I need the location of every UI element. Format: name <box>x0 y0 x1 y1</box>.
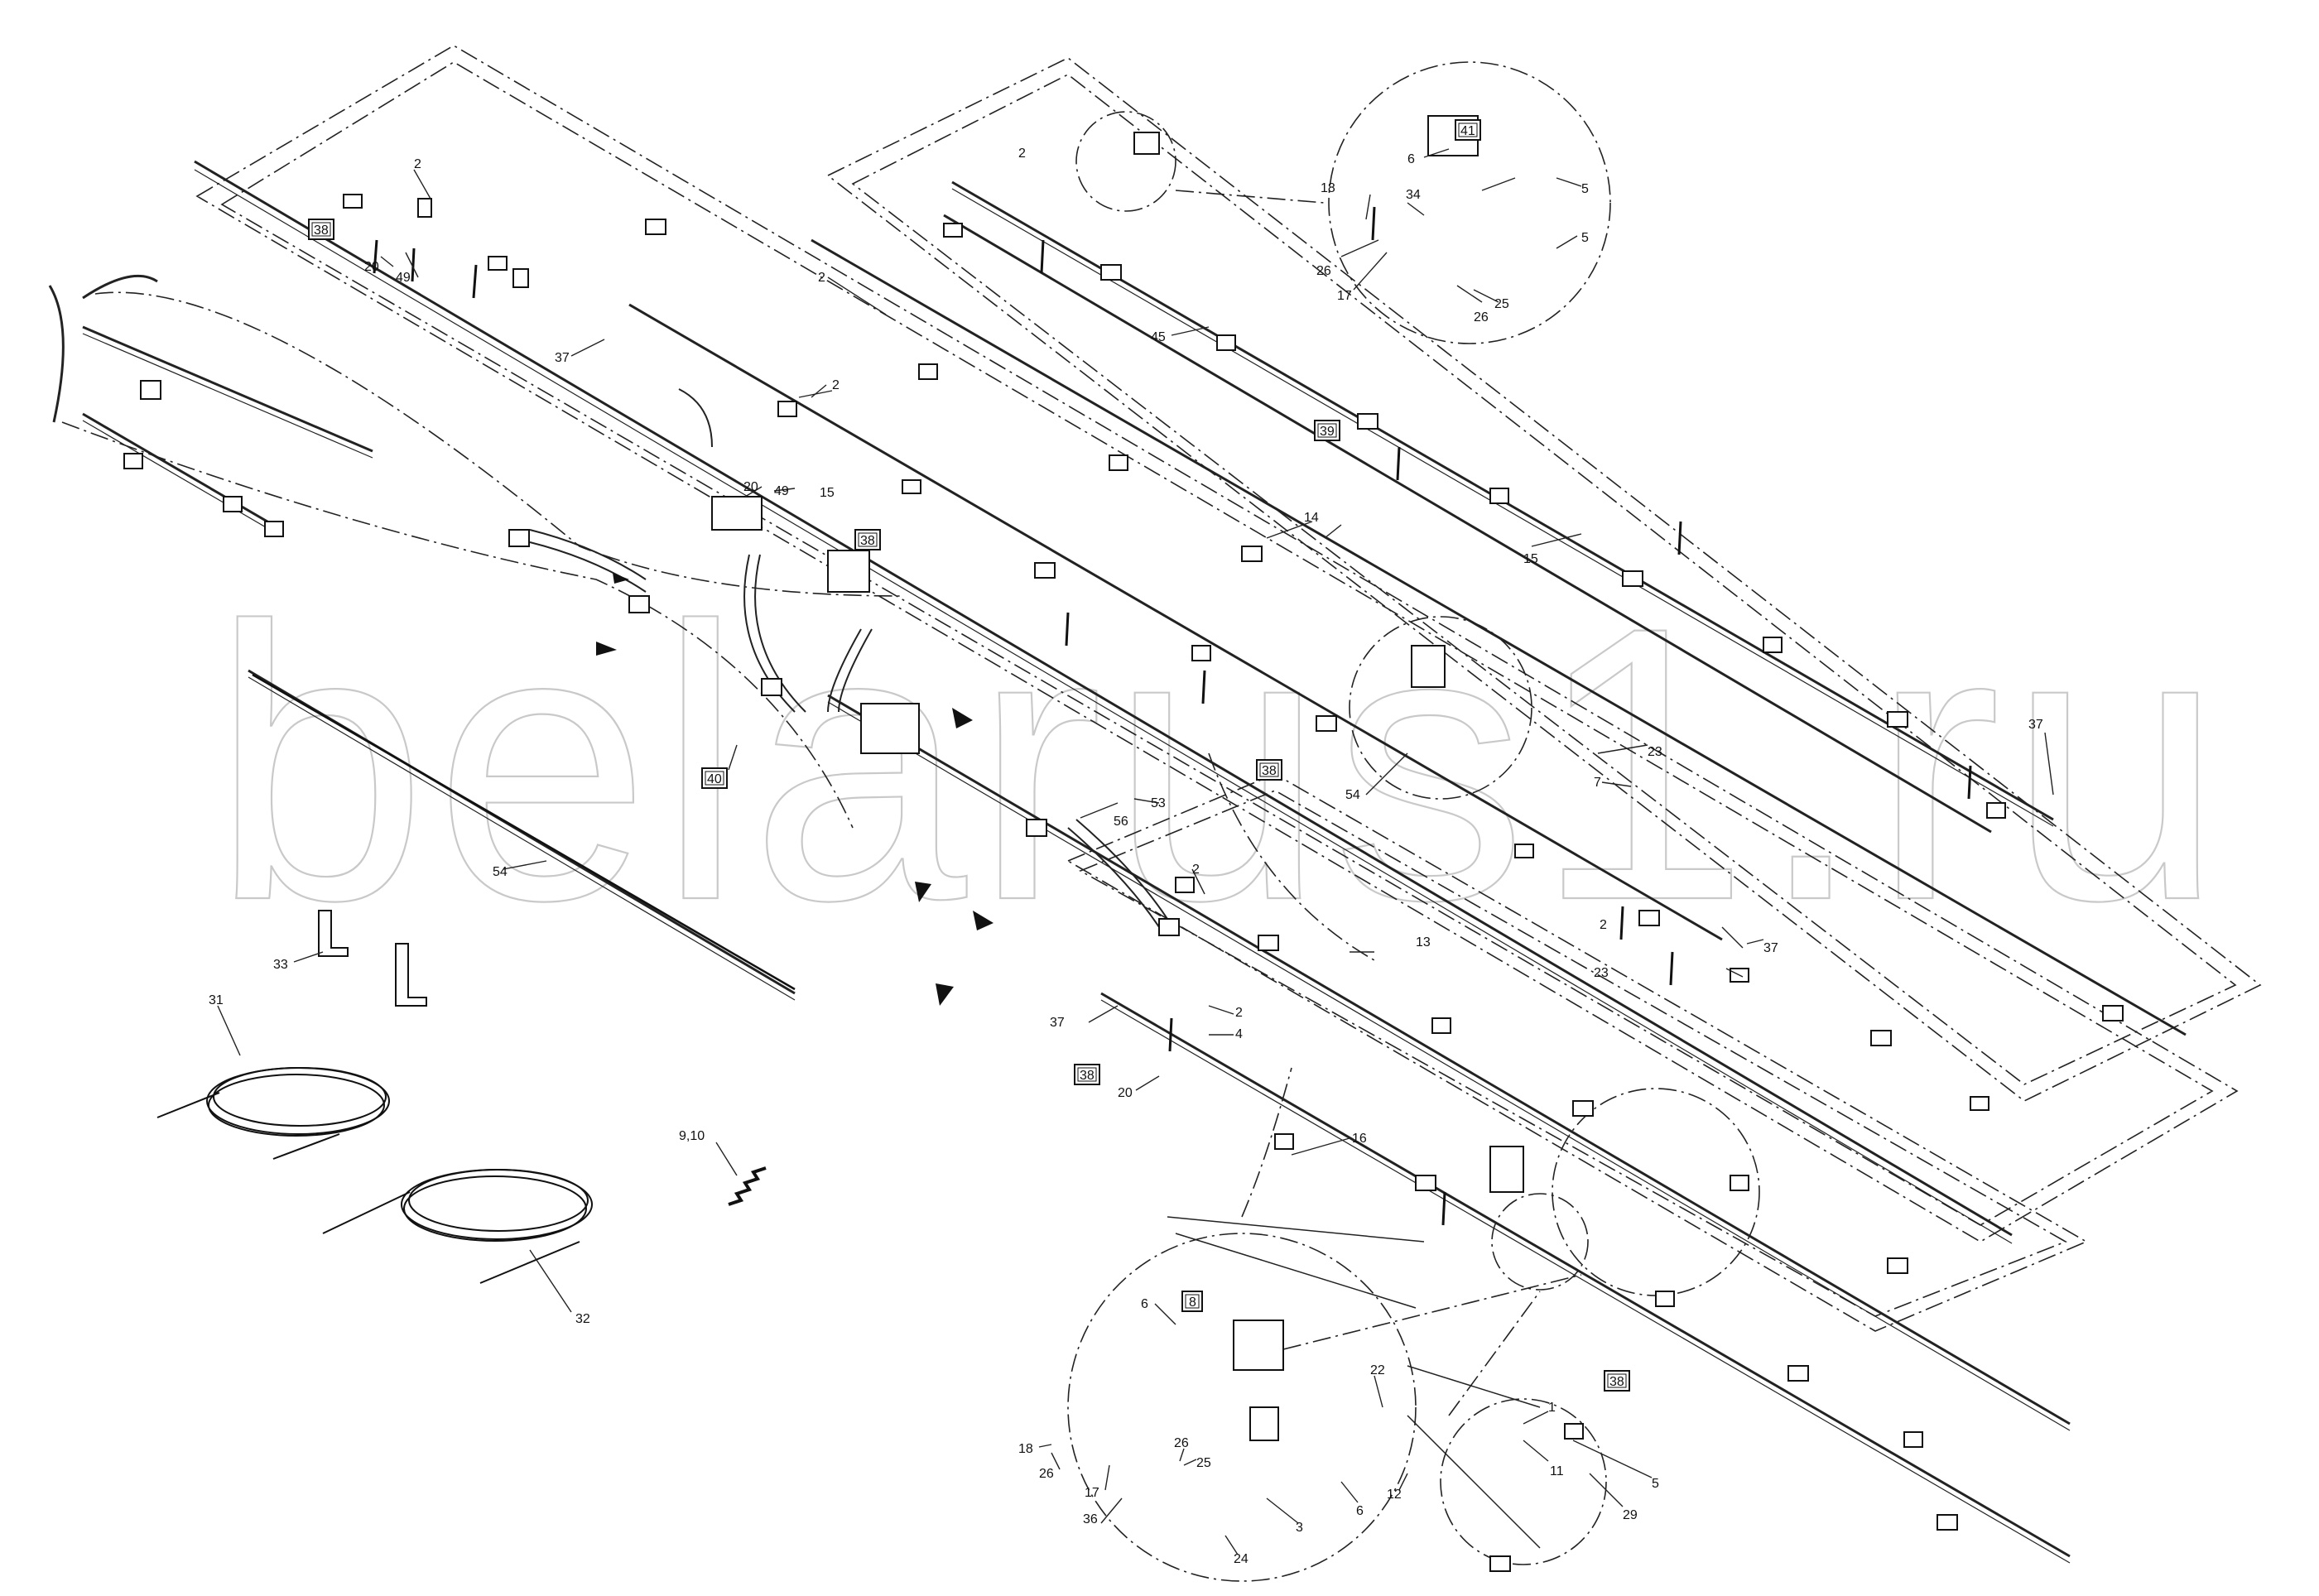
label: 22 <box>1370 1363 1385 1377</box>
boxed-label: 38 <box>1080 1069 1095 1083</box>
nozzle-clamps <box>123 115 2124 1572</box>
label: 2 <box>1018 147 1026 161</box>
label: 5 <box>1581 231 1589 245</box>
bolts <box>373 206 1972 1226</box>
label: 25 <box>1494 297 1509 311</box>
label: 15 <box>820 486 835 500</box>
label: 20 <box>1118 1086 1133 1100</box>
label: 7 <box>1594 776 1601 790</box>
leader-lines <box>217 148 2054 1555</box>
label: 3 <box>1296 1521 1303 1535</box>
boxed-label: 39 <box>1320 425 1335 439</box>
label: 4 <box>1235 1027 1243 1041</box>
label: 34 <box>1406 188 1421 202</box>
label: 23 <box>1594 966 1609 980</box>
boxed-label: 38 <box>1609 1375 1624 1389</box>
boxed-labels: 38 38 40 38 38 38 39 41 8 <box>308 119 1630 1392</box>
boxed-label: 38 <box>314 224 329 238</box>
label: 37 <box>555 351 570 365</box>
label: 33 <box>273 958 288 972</box>
label: 56 <box>1114 815 1128 829</box>
label: 31 <box>209 993 224 1007</box>
label: 26 <box>1039 1467 1054 1481</box>
label: 2 <box>818 271 825 285</box>
label: 5 <box>1581 182 1589 196</box>
label: 49 <box>396 271 411 285</box>
label: 16 <box>1352 1132 1367 1146</box>
label: 18 <box>1321 181 1335 195</box>
label: 24 <box>1234 1552 1249 1566</box>
pipes <box>48 160 2187 1564</box>
label: 26 <box>1174 1436 1189 1450</box>
label: 26 <box>1316 264 1331 278</box>
label: 32 <box>575 1312 590 1326</box>
label: 37 <box>2028 718 2043 732</box>
label: 14 <box>1304 511 1319 525</box>
boxed-label: 40 <box>707 772 722 786</box>
label: 6 <box>1407 152 1415 166</box>
flow-arrows <box>596 573 994 1006</box>
label: 1 <box>1548 1401 1556 1415</box>
label: 13 <box>1416 935 1431 949</box>
label: 53 <box>1151 796 1166 810</box>
label: 2 <box>414 157 421 171</box>
loose-parts <box>156 673 796 1284</box>
label: 45 <box>1151 330 1166 344</box>
label: 37 <box>1050 1016 1065 1030</box>
label: 20 <box>364 260 379 274</box>
label: 26 <box>1474 310 1489 324</box>
label: 25 <box>1196 1456 1211 1470</box>
detail-circles <box>1067 61 1760 1582</box>
label: 23 <box>1648 745 1662 759</box>
label: 15 <box>1523 552 1538 566</box>
label: 2 <box>1192 863 1200 877</box>
label: 2 <box>1600 918 1607 932</box>
label: 12 <box>1387 1488 1402 1502</box>
callout-labels: 2 20 49 37 2 20 49 15 54 33 31 32 9,10 2… <box>209 147 2043 1566</box>
label: 18 <box>1018 1442 1033 1456</box>
label: 54 <box>1345 788 1360 802</box>
label: 49 <box>774 484 789 498</box>
boxed-label: 8 <box>1189 1296 1196 1310</box>
label: 6 <box>1356 1504 1364 1518</box>
label: 2 <box>1235 1006 1243 1020</box>
label: 54 <box>493 865 508 879</box>
label: 5 <box>1652 1477 1659 1491</box>
label: 2 <box>832 378 840 392</box>
label: 9,10 <box>679 1129 705 1143</box>
assembly-outlines <box>61 45 2262 1332</box>
label: 17 <box>1085 1486 1099 1500</box>
boxed-label: 38 <box>860 534 875 548</box>
label: 6 <box>1141 1297 1148 1311</box>
label: 29 <box>1623 1508 1638 1522</box>
watermark-text: belarus1.ru <box>211 546 2230 981</box>
label: 11 <box>1550 1464 1564 1478</box>
label: 17 <box>1337 289 1352 303</box>
label: 36 <box>1083 1512 1098 1526</box>
hoses <box>529 388 1168 928</box>
boxed-label: 41 <box>1460 124 1475 138</box>
label: 20 <box>743 480 758 494</box>
boxed-label: 38 <box>1262 764 1277 778</box>
label: 37 <box>1763 941 1778 955</box>
